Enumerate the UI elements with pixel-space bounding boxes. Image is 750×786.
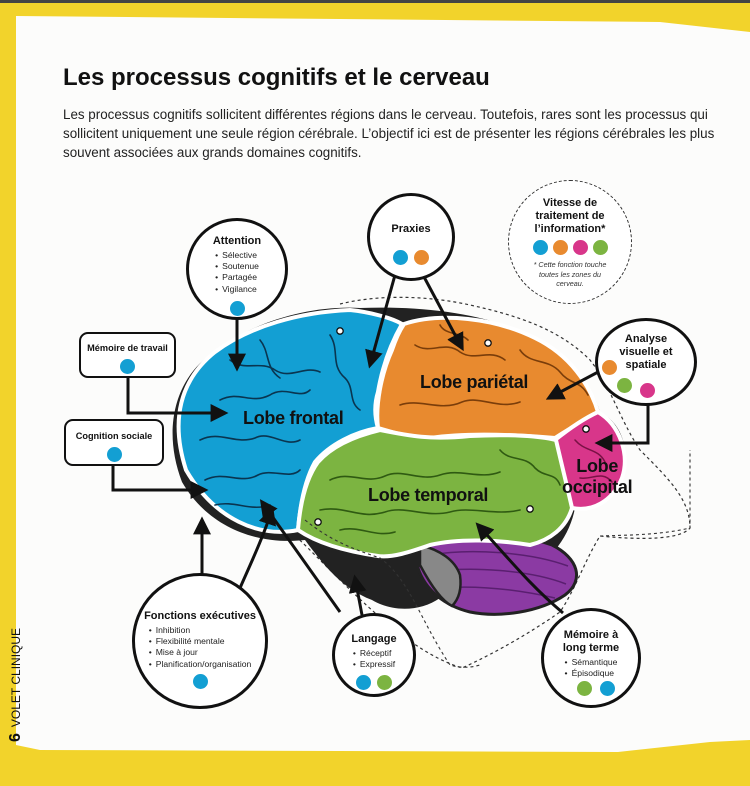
list-item: Épisodique <box>565 668 618 679</box>
list-item: Expressif <box>353 659 395 670</box>
line-cognition-sociale <box>111 466 209 499</box>
line-praxies-2 <box>421 274 464 352</box>
node-memoire-long-terme: Mémoire à long terme Sémantique Épisodiq… <box>541 608 641 708</box>
vitesse-title-line1: Vitesse de <box>542 197 598 209</box>
memoire-travail-title: Mémoire de travail <box>87 343 168 353</box>
occipital-pink-dot <box>640 383 655 398</box>
vitesse-title-line2: traitement de <box>535 210 605 222</box>
parietal-orange-dot <box>602 360 617 375</box>
label-lobe-occipital-line2: occipital <box>562 477 633 497</box>
praxies-title: Praxies <box>391 223 431 235</box>
label-lobe-occipital: Lobe occipital <box>562 456 633 498</box>
analyse-title-line2: visuelle et <box>619 346 673 358</box>
frontal-blue-dot <box>120 359 135 374</box>
frontal-blue-dot <box>532 240 548 255</box>
page-title: Les processus cognitifs et le cerveau <box>63 64 490 91</box>
line-analyse-2 <box>594 403 650 452</box>
side-running-header: 6 VOLET CLINIQUE <box>7 628 25 742</box>
occipital-pink-dot <box>572 240 588 255</box>
line-langage-1 <box>348 574 367 616</box>
line-langage-2 <box>259 499 342 613</box>
frontal-blue-dot <box>600 681 615 696</box>
vitesse-note-line2: toutes les zones du <box>539 269 601 279</box>
list-item: Inhibition <box>149 625 252 636</box>
memoire-long-title-line2: long terme <box>562 642 620 654</box>
list-item: Réceptif <box>353 648 395 659</box>
list-item: Sélective <box>215 250 259 261</box>
temporal-green-dot <box>592 240 608 255</box>
node-langage: Langage Réceptif Expressif <box>332 613 416 697</box>
temporal-green-dot <box>377 675 392 691</box>
cognition-sociale-title: Cognition sociale <box>75 431 153 441</box>
vitesse-note-line3: cerveau. <box>556 279 584 288</box>
frontal-blue-dot <box>192 673 208 689</box>
list-item: Sémantique <box>565 657 618 668</box>
parietal-orange-dot <box>552 240 568 255</box>
label-lobe-occipital-line1: Lobe <box>576 456 619 476</box>
langage-title: Langage <box>351 633 397 645</box>
analyse-title-line3: spatiale <box>625 359 667 371</box>
memoire-long-title-line1: Mémoire à <box>563 629 619 641</box>
frontal-blue-dot <box>356 675 371 691</box>
dashed-language-line <box>304 519 481 668</box>
memoire-long-list: Sémantique Épisodique <box>565 657 618 679</box>
attention-title: Attention <box>212 235 262 247</box>
page-number: 6 <box>7 733 24 742</box>
node-fonctions-executives: Fonctions exécutives Inhibition Flexibil… <box>132 573 268 709</box>
line-analyse-1 <box>545 369 601 400</box>
node-memoire-travail: Mémoire de travail <box>79 332 176 378</box>
frontal-blue-dot <box>229 300 245 316</box>
list-item: Mise à jour <box>149 647 252 658</box>
node-vitesse-traitement: Vitesse de traitement de l’information* … <box>508 180 632 304</box>
node-attention: Attention Sélective Soutenue Partagée Vi… <box>186 218 288 320</box>
list-item: Partagée <box>215 272 259 283</box>
fonctions-executives-title: Fonctions exécutives <box>144 610 256 622</box>
langage-list: Réceptif Expressif <box>353 648 395 670</box>
list-item: Vigilance <box>215 284 259 295</box>
fonctions-executives-list: Inhibition Flexibilité mentale Mise à jo… <box>149 625 252 670</box>
label-lobe-frontal: Lobe frontal <box>243 408 344 428</box>
frontal-blue-dot <box>106 447 122 462</box>
intro-paragraph: Les processus cognitifs sollicitent diff… <box>63 107 715 160</box>
temporal-lobe-region <box>295 427 575 559</box>
line-memoire-long-1 <box>475 522 564 615</box>
vitesse-note-line1: * Cette fonction touche <box>533 260 607 269</box>
temporal-green-dot <box>617 378 632 393</box>
list-item: Flexibilité mentale <box>149 636 252 647</box>
temporal-green-dot <box>577 681 592 696</box>
top-bar <box>0 0 750 3</box>
line-memoire-travail <box>126 378 229 422</box>
label-lobe-temporal: Lobe temporal <box>368 485 489 505</box>
label-lobe-parietal: Lobe pariétal <box>420 372 529 392</box>
dashed-brain-outline <box>264 296 691 669</box>
attention-list: Sélective Soutenue Partagée Vigilance <box>215 250 259 295</box>
list-item: Soutenue <box>215 261 259 272</box>
frontal-blue-dot <box>393 250 408 265</box>
analyse-title-line1: Analyse <box>624 333 668 345</box>
node-cognition-sociale: Cognition sociale <box>64 419 164 466</box>
brainstem-region <box>418 543 462 608</box>
dashed-right-bracket <box>599 450 691 537</box>
line-praxies-1 <box>365 274 397 369</box>
vitesse-title-line3: l’information* <box>534 223 606 235</box>
parietal-orange-dot <box>414 250 429 265</box>
list-item: Planification/organisation <box>149 659 252 670</box>
node-praxies: Praxies <box>367 193 455 281</box>
section-name: VOLET CLINIQUE <box>9 627 23 728</box>
